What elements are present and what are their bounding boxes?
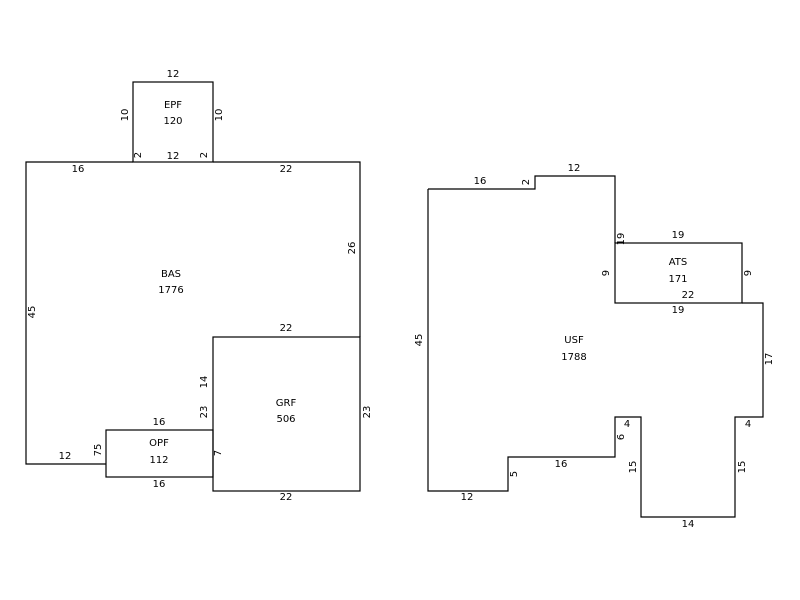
dim-bas-left-notch: 2 (133, 152, 144, 158)
right-building: ATS 171 USF 1788 16 2 12 45 19 19 9 9 22… (414, 163, 775, 530)
dim-usf-left-step: 4 (624, 419, 630, 430)
dim-opf-top: 16 (153, 417, 166, 428)
dim-bas-bottom-left: 12 (59, 451, 72, 462)
grf-code-label: GRF (276, 398, 297, 409)
dim-ats-bottom: 22 (682, 290, 695, 301)
dim-usf-bottom-leg: 14 (682, 519, 695, 530)
dim-usf-right-step: 4 (745, 419, 751, 430)
opf-sqft-label: 112 (149, 455, 168, 466)
dim-ats-left: 9 (601, 270, 612, 276)
dim-grf-right: 23 (362, 406, 373, 419)
dim-bas-top-left: 16 (72, 164, 85, 175)
dim-usf-left-leg: 15 (628, 461, 639, 474)
dim-usf-right: 17 (764, 353, 775, 366)
dim-grf-left-lower: 23 (199, 406, 210, 419)
left-building: EPF 120 BAS 1776 GRF 506 OPF 112 12 10 1… (25, 69, 373, 503)
dim-bas-right-notch: 2 (199, 152, 210, 158)
dim-opf-bottom: 16 (153, 479, 166, 490)
dim-epf-right: 10 (214, 109, 225, 122)
usf-outline-lower (427, 189, 764, 518)
dim-opf-left: 75 (93, 444, 104, 457)
dim-usf-right-leg: 15 (737, 461, 748, 474)
dim-usf-top-left: 16 (474, 176, 487, 187)
dim-usf-inner-bottom: 16 (555, 459, 568, 470)
epf-sqft-label: 120 (163, 116, 182, 127)
bas-outline (25, 161, 133, 465)
grf-sqft-label: 506 (276, 414, 295, 425)
bas-outline-right (213, 161, 361, 337)
dim-usf-small-step: 5 (509, 471, 520, 477)
usf-sqft-label: 1788 (561, 352, 586, 363)
dim-epf-left: 10 (120, 109, 131, 122)
opf-code-label: OPF (149, 438, 169, 449)
ats-area (614, 242, 743, 304)
dim-usf-bottom-left: 12 (461, 492, 474, 503)
dim-bas-right: 26 (347, 242, 358, 255)
grf-area (212, 336, 361, 492)
bas-code-label: BAS (161, 269, 181, 280)
dim-usf-top-mid: 12 (568, 163, 581, 174)
dim-ats-left-upper: 19 (616, 233, 627, 246)
dim-epf-top: 12 (167, 69, 180, 80)
usf-code-label: USF (564, 335, 584, 346)
dim-usf-notch: 2 (521, 179, 532, 185)
epf-area (132, 81, 214, 163)
dim-grf-left: 14 (199, 376, 210, 389)
ats-sqft-label: 171 (668, 274, 687, 285)
dim-bas-top-right: 22 (280, 164, 293, 175)
ats-code-label: ATS (669, 257, 688, 268)
epf-code-label: EPF (164, 100, 182, 111)
dim-grf-top: 22 (280, 323, 293, 334)
bas-sqft-label: 1776 (158, 285, 183, 296)
dim-grf-opf-side: 7 (213, 450, 224, 456)
dim-ats-right: 9 (743, 270, 754, 276)
dim-bas-left: 45 (27, 306, 38, 319)
dim-usf-inner-step: 6 (616, 434, 627, 440)
opf-area (105, 429, 214, 478)
dim-grf-bottom: 22 (280, 492, 293, 503)
dim-epf-bottom: 12 (167, 151, 180, 162)
dim-ats-top: 19 (672, 230, 685, 241)
usf-outline (428, 175, 616, 243)
dim-usf-left: 45 (414, 334, 425, 347)
dim-ats-under: 19 (672, 305, 685, 316)
